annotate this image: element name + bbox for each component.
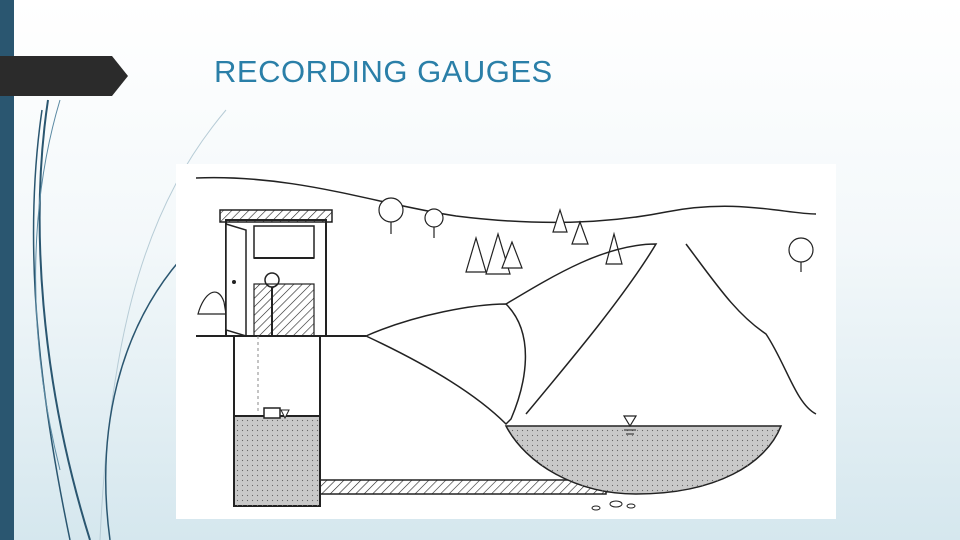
diagram-svg: [195, 176, 817, 511]
left-cliff: [505, 243, 658, 415]
stones: [591, 500, 636, 511]
left-bank: [364, 303, 527, 426]
water-level-marker-stream: [622, 415, 638, 428]
gauge-shelter: [219, 209, 333, 338]
stilling-well: [233, 335, 321, 507]
recording-gauge-diagram: [176, 164, 836, 519]
title-tab: [0, 56, 128, 96]
decorative-swoosh: [32, 99, 227, 540]
hill-line: [195, 176, 817, 224]
bush-left: [197, 291, 227, 315]
water-level-marker-well: [280, 409, 290, 420]
right-bank: [685, 243, 817, 415]
left-accent-bar: [0, 0, 14, 540]
tree-group: [378, 197, 814, 275]
slide-title: RECORDING GAUGES: [214, 54, 553, 89]
float: [263, 407, 281, 419]
